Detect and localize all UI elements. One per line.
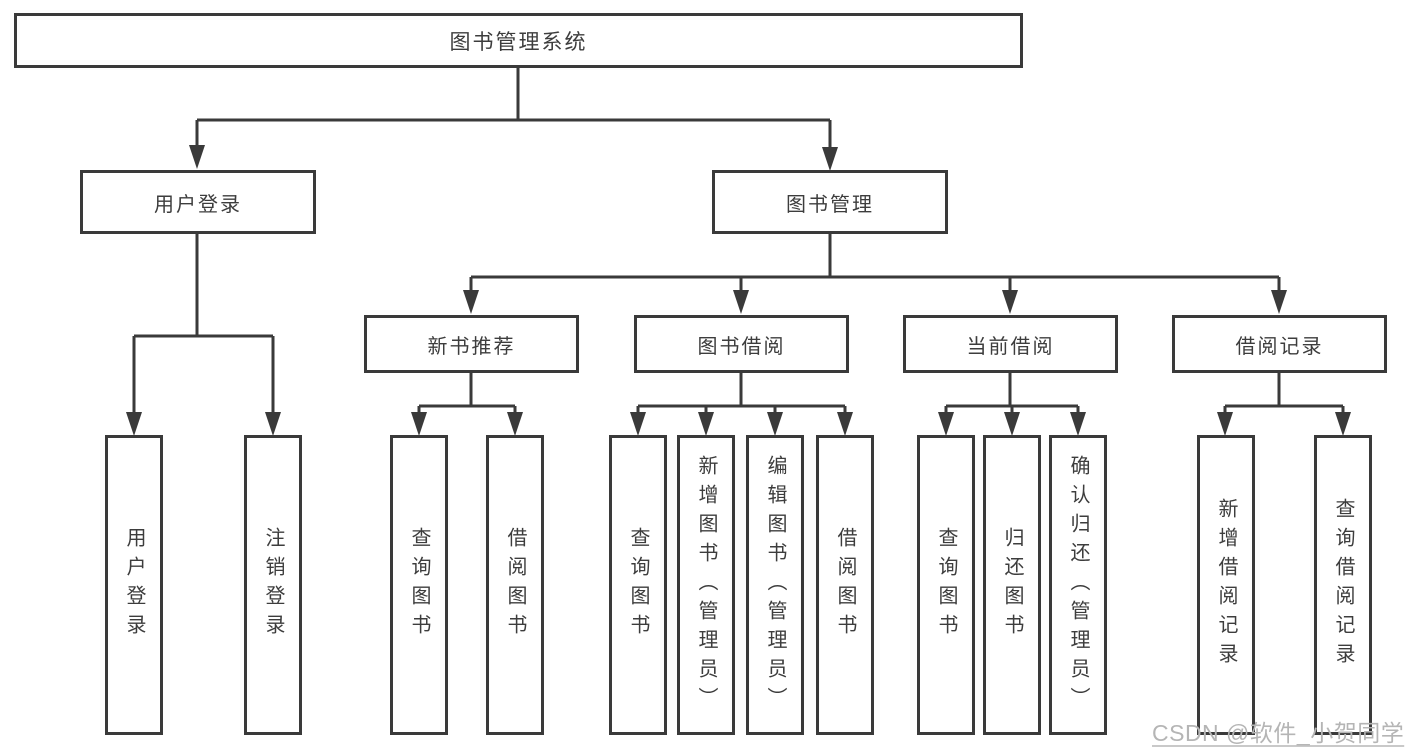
node-current-borrow: 当前借阅 <box>903 315 1118 373</box>
node-leaf-query-books-borrow: 查询图书 <box>609 435 667 735</box>
node-book-management-label: 图书管理 <box>786 193 874 216</box>
node-leaf-add-book-admin-label: 新增图书（管理员） <box>695 454 717 716</box>
node-system-root: 图书管理系统 <box>14 13 1023 68</box>
node-user-login-label: 用户登录 <box>154 193 242 216</box>
node-book-borrow-label: 图书借阅 <box>697 335 786 358</box>
node-leaf-query-books-recommend: 查询图书 <box>390 435 448 735</box>
node-leaf-edit-book-admin-label: 编辑图书（管理员） <box>764 454 786 716</box>
node-leaf-user-login-label: 用户登录 <box>123 527 145 643</box>
node-leaf-query-books-current: 查询图书 <box>917 435 975 735</box>
node-leaf-query-borrow-record: 查询借阅记录 <box>1314 435 1372 735</box>
node-book-borrow: 图书借阅 <box>634 315 849 373</box>
node-current-borrow-label: 当前借阅 <box>966 335 1055 358</box>
node-leaf-confirm-return-admin-label: 确认归还（管理员） <box>1067 454 1089 716</box>
node-borrow-records-label: 借阅记录 <box>1235 335 1324 358</box>
node-leaf-logout-label: 注销登录 <box>262 527 284 643</box>
watermark: CSDN @软件_小贺同学 <box>1152 720 1405 746</box>
node-book-management: 图书管理 <box>712 170 948 234</box>
connector-edges <box>132 68 1345 424</box>
node-leaf-query-books-borrow-label: 查询图书 <box>627 527 649 643</box>
node-leaf-borrow-books-recommend: 借阅图书 <box>486 435 544 735</box>
node-leaf-edit-book-admin: 编辑图书（管理员） <box>746 435 804 735</box>
arrowhead-icons <box>126 145 1351 436</box>
node-leaf-borrow-books: 借阅图书 <box>816 435 874 735</box>
node-leaf-add-book-admin: 新增图书（管理员） <box>677 435 735 735</box>
node-new-book-recommend-label: 新书推荐 <box>427 335 516 358</box>
node-leaf-query-books-recommend-label: 查询图书 <box>408 527 430 643</box>
node-leaf-query-borrow-record-label: 查询借阅记录 <box>1332 498 1354 672</box>
node-leaf-confirm-return-admin: 确认归还（管理员） <box>1049 435 1107 735</box>
node-leaf-borrow-books-recommend-label: 借阅图书 <box>504 527 526 643</box>
node-user-login: 用户登录 <box>80 170 316 234</box>
node-leaf-return-book-label: 归还图书 <box>1001 527 1023 643</box>
node-leaf-add-borrow-record: 新增借阅记录 <box>1197 435 1255 735</box>
node-borrow-records: 借阅记录 <box>1172 315 1387 373</box>
node-new-book-recommend: 新书推荐 <box>364 315 579 373</box>
node-leaf-query-books-current-label: 查询图书 <box>935 527 957 643</box>
node-system-root-label: 图书管理系统 <box>449 30 588 54</box>
node-leaf-return-book: 归还图书 <box>983 435 1041 735</box>
node-leaf-user-login: 用户登录 <box>105 435 163 735</box>
node-leaf-logout: 注销登录 <box>244 435 302 735</box>
node-leaf-borrow-books-label: 借阅图书 <box>834 527 856 643</box>
node-leaf-add-borrow-record-label: 新增借阅记录 <box>1215 498 1237 672</box>
